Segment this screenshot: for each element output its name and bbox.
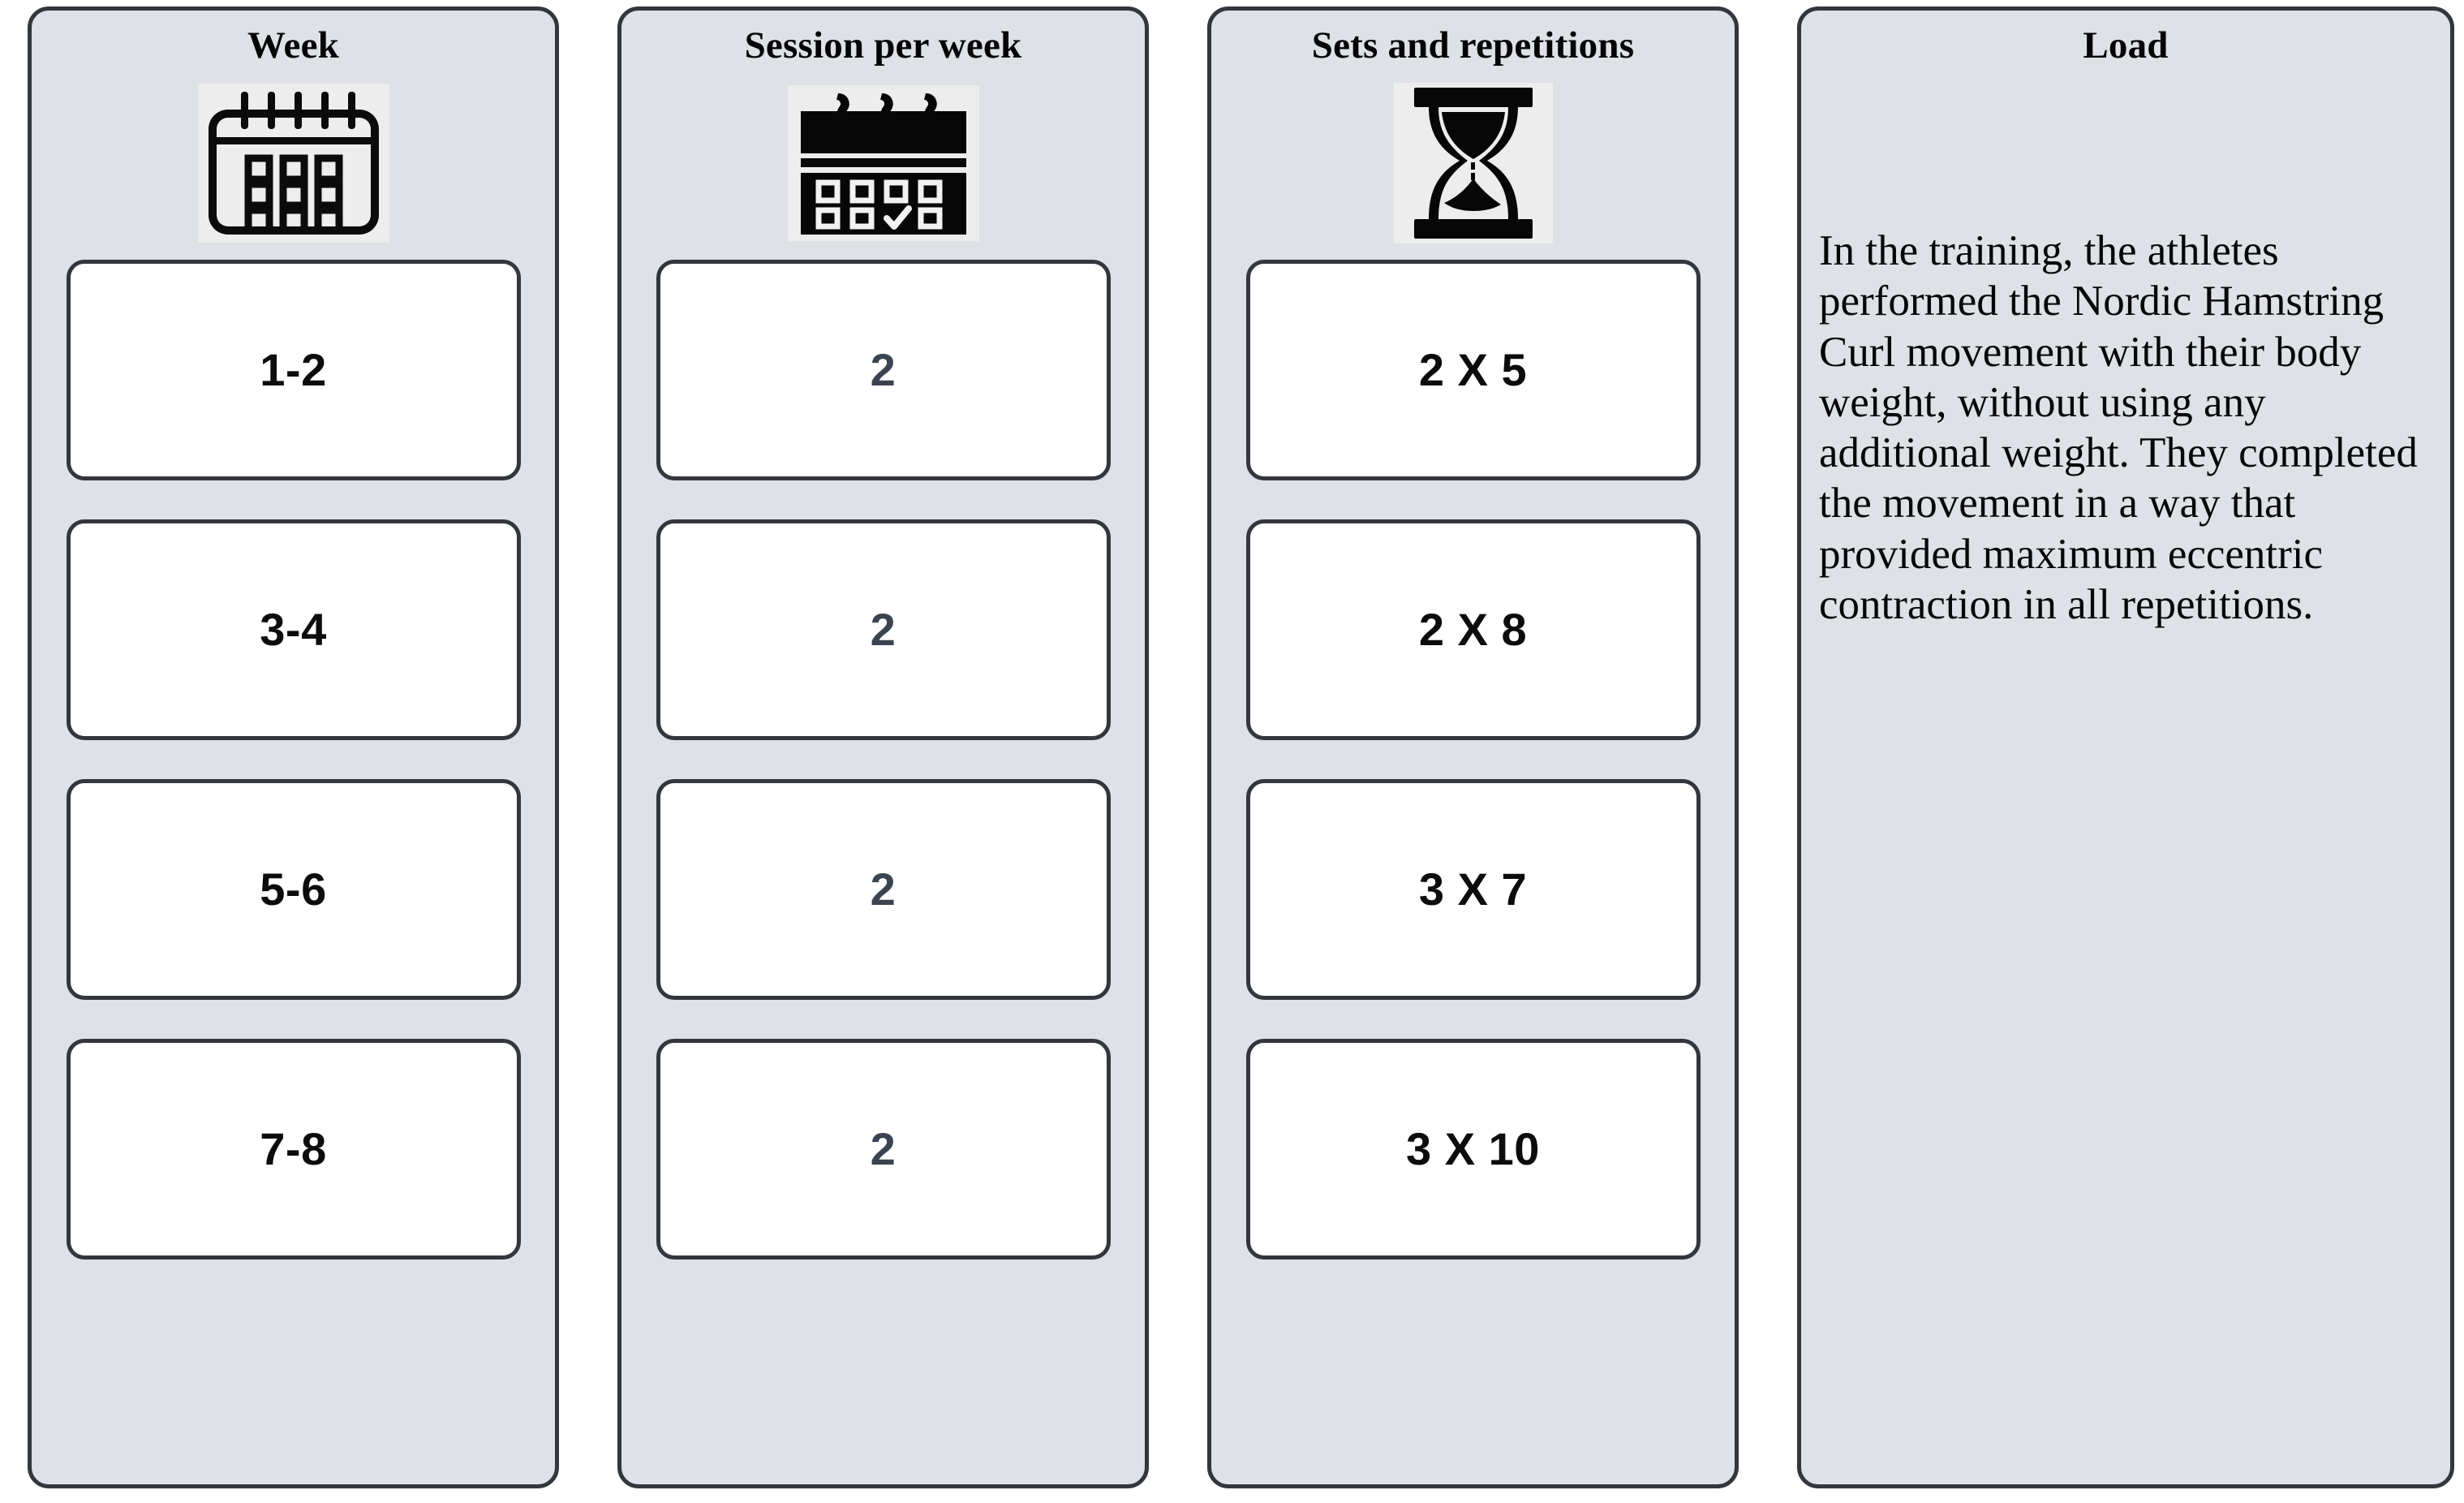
sets-card-2[interactable]: 2 X 8 — [1245, 519, 1701, 740]
session-card-2[interactable]: 2 — [656, 519, 1111, 740]
column-session-per-week: Session per week — [617, 6, 1149, 1488]
calendar-check-icon — [787, 85, 979, 241]
session-card-3[interactable]: 2 — [656, 779, 1111, 1000]
week-card-3[interactable]: 5-6 — [66, 779, 521, 1000]
sets-value-4: 3 X 10 — [1406, 1123, 1540, 1174]
week-card-2[interactable]: 3-4 — [66, 519, 521, 740]
calendar-check-icon-wrapper — [746, 83, 1021, 243]
session-value-3: 2 — [870, 863, 897, 915]
column-title-week: Week — [247, 24, 340, 67]
sets-value-list: 2 X 5 2 X 8 3 X 7 3 X 10 — [1211, 260, 1735, 1282]
week-value-3: 5-6 — [260, 863, 327, 915]
column-title-load: Load — [2083, 24, 2169, 67]
week-card-1[interactable]: 1-2 — [66, 260, 521, 480]
session-value-1: 2 — [870, 344, 897, 395]
week-value-1: 1-2 — [260, 344, 327, 395]
sets-value-2: 2 X 8 — [1418, 604, 1528, 655]
hourglass-icon-wrapper — [1335, 83, 1611, 243]
session-card-4[interactable]: 2 — [656, 1039, 1111, 1260]
week-value-list: 1-2 3-4 5-6 7-8 — [32, 260, 555, 1282]
week-value-4: 7-8 — [260, 1123, 327, 1174]
sets-value-3: 3 X 7 — [1418, 863, 1528, 915]
column-load: Load In the training, the athletes perfo… — [1797, 6, 2454, 1488]
load-description: In the training, the athletes performed … — [1819, 227, 2418, 628]
calendar-outline-icon — [197, 84, 389, 243]
sets-card-4[interactable]: 3 X 10 — [1245, 1039, 1701, 1260]
column-title-sets-and-repetitions: Sets and repetitions — [1311, 24, 1635, 67]
session-value-4: 2 — [870, 1123, 897, 1174]
sets-card-1[interactable]: 2 X 5 — [1245, 260, 1701, 480]
column-title-session-per-week: Session per week — [744, 24, 1022, 67]
session-value-list: 2 2 2 2 — [621, 260, 1145, 1282]
session-card-1[interactable]: 2 — [656, 260, 1111, 480]
calendar-outline-icon-wrapper — [156, 83, 432, 243]
session-value-2: 2 — [870, 604, 897, 655]
column-sets-and-repetitions: Sets and repetitions — [1207, 6, 1739, 1488]
sets-value-1: 2 X 5 — [1418, 344, 1528, 395]
week-card-4[interactable]: 7-8 — [66, 1039, 521, 1260]
week-value-2: 3-4 — [260, 604, 327, 655]
hourglass-icon — [1393, 83, 1553, 243]
column-week: Week — [28, 6, 559, 1488]
sets-card-3[interactable]: 3 X 7 — [1245, 779, 1701, 1000]
